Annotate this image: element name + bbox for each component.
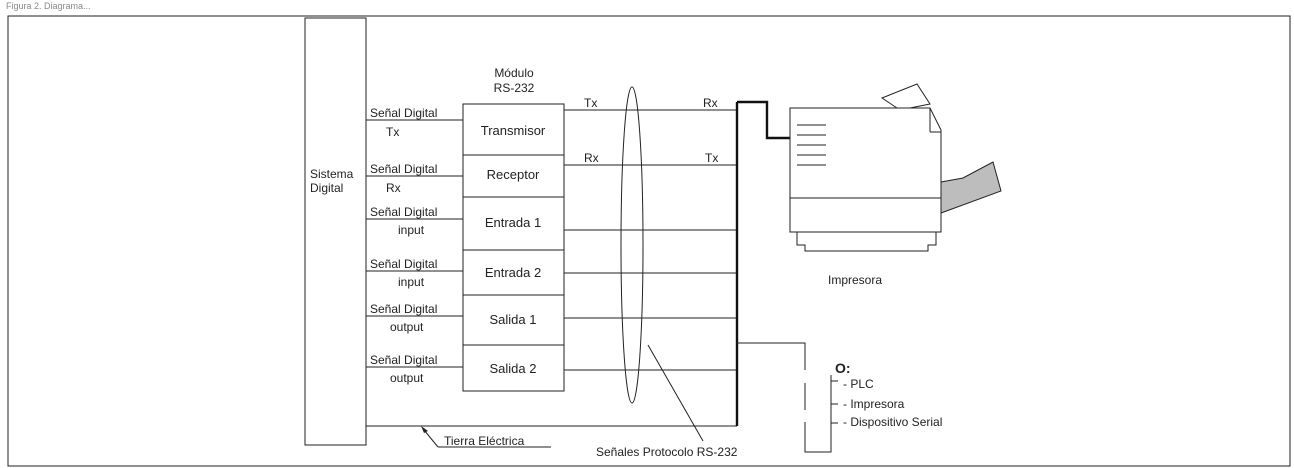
cable-bundle-ellipse xyxy=(620,86,644,404)
signal-label-top: Señal Digital xyxy=(370,162,437,176)
signal-label-top: Señal Digital xyxy=(370,302,437,316)
printer-icon xyxy=(789,83,1002,252)
signal-label-bottom: output xyxy=(390,320,424,334)
ground-label: Tierra Eléctrica xyxy=(444,434,525,448)
signal-label-bottom: input xyxy=(398,275,425,289)
module-salida-2: Salida 2 xyxy=(490,361,537,376)
system-label-line1: Sistema xyxy=(310,167,354,181)
wire-label-rx: Rx xyxy=(584,151,599,165)
signal-label-top: Señal Digital xyxy=(370,205,437,219)
signal-label-top: Señal Digital xyxy=(370,257,437,271)
wire-label-tx: Tx xyxy=(705,151,718,165)
rs232-module-box xyxy=(462,103,565,392)
wire-label-rx: Rx xyxy=(703,96,718,110)
protocol-label: Señales Protocolo RS-232 xyxy=(596,445,738,459)
signal-label-bottom: Tx xyxy=(386,125,399,139)
figure-caption: Figura 2. Diagrama... xyxy=(6,1,91,11)
options-connector-bottom xyxy=(804,375,832,453)
signal-label-bottom: input xyxy=(398,223,425,237)
signal-label-bottom: output xyxy=(390,371,424,385)
module-entrada-1: Entrada 1 xyxy=(485,215,541,230)
module-receptor: Receptor xyxy=(487,167,540,182)
printer-connection xyxy=(737,100,790,140)
module-entrada-2: Entrada 2 xyxy=(485,265,541,280)
option-item-impresora: - Impresora xyxy=(843,397,905,411)
module-salida-1: Salida 1 xyxy=(490,312,537,327)
ground-arrow-head xyxy=(421,426,428,433)
system-label-line2: Digital xyxy=(310,181,343,195)
module-title-line1: Módulo xyxy=(494,66,534,80)
signal-label-bottom: Rx xyxy=(386,181,401,195)
signal-label-top: Señal Digital xyxy=(370,106,437,120)
digital-system-box xyxy=(304,17,367,446)
signal-label-top: Señal Digital xyxy=(370,353,437,367)
options-title: O: xyxy=(835,360,851,376)
wire-label-tx: Tx xyxy=(584,96,597,110)
module-title-line2: RS-232 xyxy=(494,81,535,95)
option-item-dispositivo: - Dispositivo Serial xyxy=(843,415,942,429)
protocol-pointer xyxy=(647,344,704,442)
printer-label: Impresora xyxy=(828,273,882,287)
ground-arrow xyxy=(423,429,439,448)
option-item-plc: - PLC xyxy=(843,377,874,391)
module-transmisor: Transmisor xyxy=(481,123,546,138)
figure-frame xyxy=(7,15,1291,467)
options-connector-top xyxy=(737,342,806,370)
